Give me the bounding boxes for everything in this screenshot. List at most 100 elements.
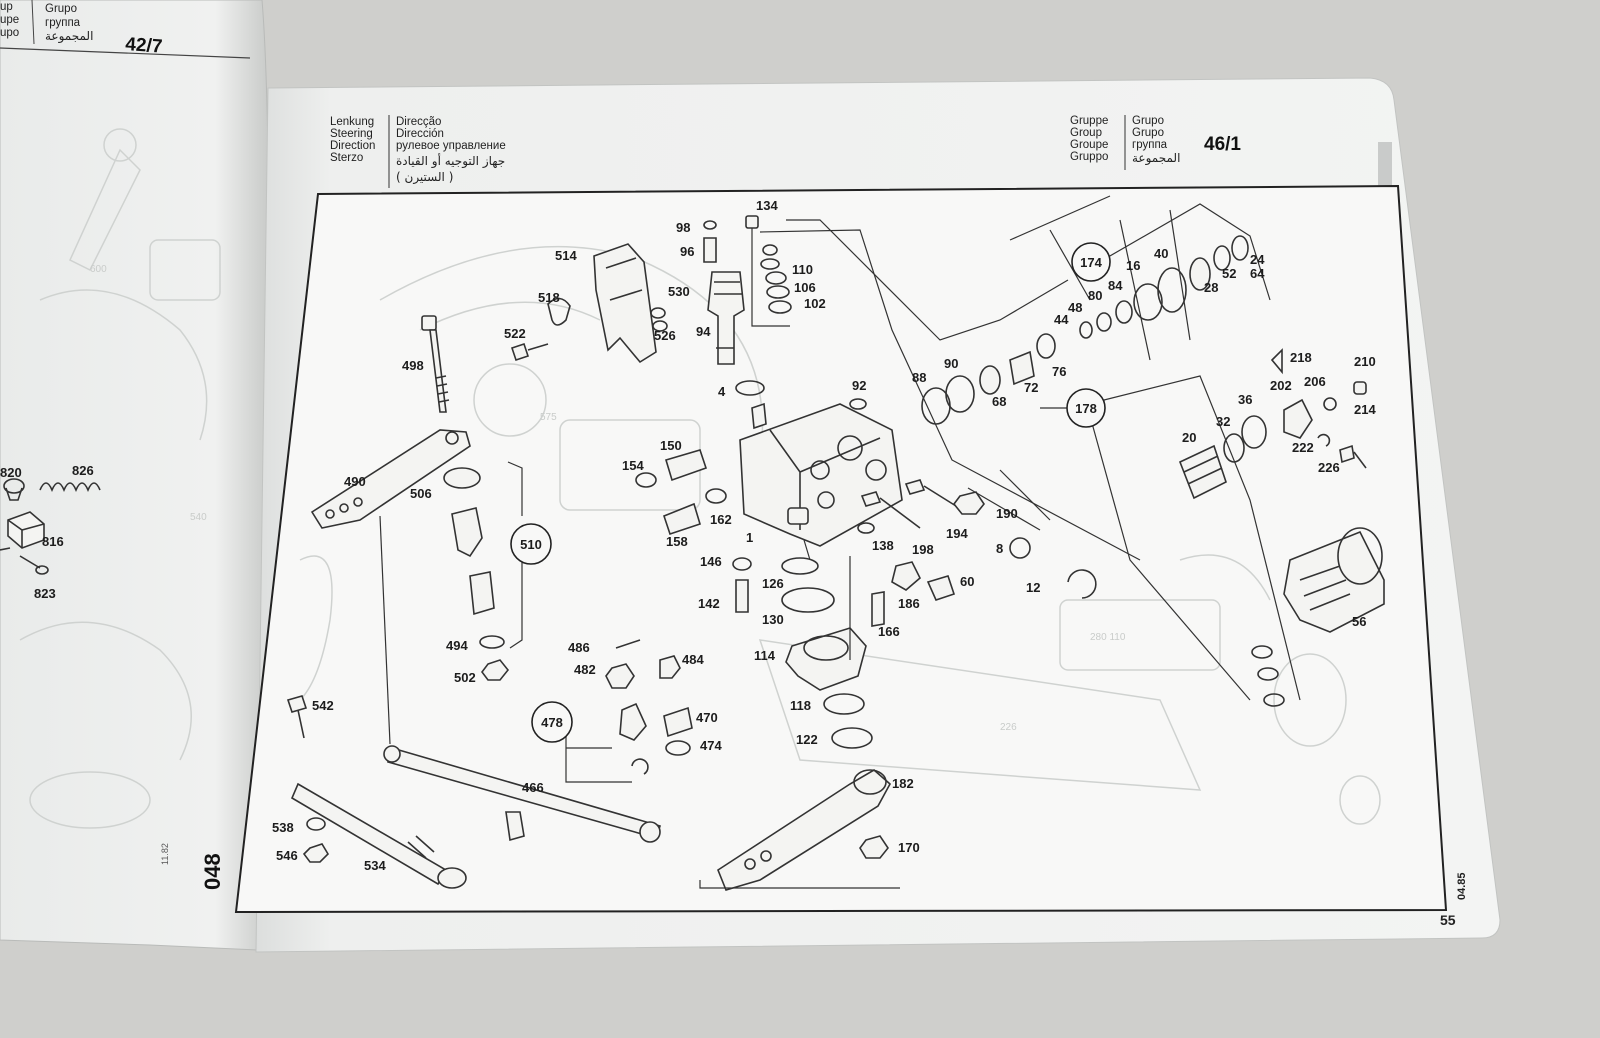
part-label-186: 186 <box>898 596 920 611</box>
part-label-72: 72 <box>1024 380 1038 395</box>
part-label-68: 68 <box>992 394 1006 409</box>
callout-478-circle <box>531 701 573 743</box>
left-margin-text: 11.82 <box>160 843 170 865</box>
page-number: 55 <box>1440 912 1456 928</box>
part-label-474: 474 <box>700 738 722 753</box>
part-label-12: 12 <box>1026 580 1040 595</box>
category-label-ar-2: ( الستيرن ) <box>396 170 453 185</box>
category-label-fr: Direction <box>330 140 375 152</box>
callout-510-circle <box>510 523 552 565</box>
part-label-530: 530 <box>668 284 690 299</box>
group-label-it: Gruppo <box>1070 151 1108 163</box>
callout-174-circle <box>1071 242 1111 282</box>
callouts: 510 478 174 178 <box>510 242 1111 743</box>
part-label-502: 502 <box>454 670 476 685</box>
part-label-498: 498 <box>402 358 424 373</box>
left-group-word2-1: Grupo <box>45 3 77 15</box>
part-label-514: 514 <box>555 248 577 263</box>
part-label-214: 214 <box>1354 402 1376 417</box>
part-label-206: 206 <box>1304 374 1326 389</box>
part-label-816: 816 <box>42 534 64 549</box>
group-label-es: Grupo <box>1132 127 1164 139</box>
left-header: up upe upo Grupo группа المجموعة 42/7 <box>0 1 163 58</box>
part-label-56: 56 <box>1352 614 1366 629</box>
ghost-drawing: 575 280 110 226 <box>299 245 1381 825</box>
category-label-it: Sterzo <box>330 152 363 164</box>
part-label-202: 202 <box>1270 378 1292 393</box>
left-page-tab: 048 <box>200 853 225 890</box>
group-number: 46/1 <box>1204 134 1241 155</box>
left-group-number: 42/7 <box>125 34 163 58</box>
part-label-134: 134 <box>756 198 778 213</box>
part-label-92: 92 <box>852 378 866 393</box>
part-label-4: 4 <box>718 384 726 399</box>
part-label-154: 154 <box>622 458 644 473</box>
svg-text:600: 600 <box>90 264 107 275</box>
left-ghost-drawing: 600 540 <box>19 128 221 829</box>
part-label-546: 546 <box>276 848 298 863</box>
part-label-506: 506 <box>410 486 432 501</box>
part-label-166: 166 <box>878 624 900 639</box>
part-label-118: 118 <box>790 698 811 713</box>
part-label-210: 210 <box>1354 354 1376 369</box>
svg-text:540: 540 <box>190 512 207 523</box>
part-label-162: 162 <box>710 512 732 527</box>
left-group-word-1: up <box>0 1 13 13</box>
part-label-96: 96 <box>680 244 694 259</box>
part-label-32: 32 <box>1216 414 1230 429</box>
part-label-52: 52 <box>1222 266 1236 281</box>
part-label-146: 146 <box>700 554 722 569</box>
part-label-826: 826 <box>72 463 94 478</box>
callout-178-circle <box>1066 388 1106 428</box>
part-label-122: 122 <box>796 732 818 747</box>
left-group-word-2: upe <box>0 14 19 26</box>
part-label-518: 518 <box>538 290 560 305</box>
part-label-150: 150 <box>660 438 682 453</box>
part-label-522: 522 <box>504 326 526 341</box>
part-labels: 134 98 96 110 106 102 514 518 530 526 94… <box>272 198 1376 873</box>
group-label-ru: группа <box>1132 139 1168 151</box>
part-label-182: 182 <box>892 776 914 791</box>
part-label-534: 534 <box>364 858 386 873</box>
part-label-486: 486 <box>568 640 590 655</box>
part-label-84: 84 <box>1108 278 1123 293</box>
group-label-pt: Grupo <box>1132 115 1164 127</box>
category-label-en: Steering <box>330 128 373 140</box>
group-label-fr: Groupe <box>1070 139 1108 151</box>
group-label-de: Gruppe <box>1070 115 1108 127</box>
callout-478-label: 478 <box>541 715 563 730</box>
part-label-222: 222 <box>1292 440 1314 455</box>
part-label-8: 8 <box>996 541 1003 556</box>
part-label-80: 80 <box>1088 288 1102 303</box>
part-label-40: 40 <box>1154 246 1168 261</box>
part-label-88: 88 <box>912 370 926 385</box>
part-label-823: 823 <box>34 586 56 601</box>
part-label-126: 126 <box>762 576 784 591</box>
left-parts-group <box>0 478 101 575</box>
svg-text:226: 226 <box>1000 722 1017 733</box>
group-label-ar: المجموعة <box>1132 151 1180 166</box>
part-shapes <box>286 215 1385 891</box>
part-label-170: 170 <box>898 840 920 855</box>
part-label-60: 60 <box>960 574 974 589</box>
part-label-820: 820 <box>0 465 22 480</box>
callout-510-label: 510 <box>520 537 542 552</box>
category-label-pt: Direcção <box>396 116 441 128</box>
category-label-de: Lenkung <box>330 116 374 128</box>
part-label-494: 494 <box>446 638 468 653</box>
left-page: 600 540 up upe upo Grupo группа المجموعة… <box>0 0 270 951</box>
part-label-226: 226 <box>1318 460 1340 475</box>
part-label-44: 44 <box>1054 312 1069 327</box>
left-group-word2-3: المجموعة <box>45 29 93 44</box>
edition-code: 04.85 <box>1456 872 1468 900</box>
part-label-102: 102 <box>804 296 826 311</box>
part-label-542: 542 <box>312 698 334 713</box>
part-label-198: 198 <box>912 542 934 557</box>
part-label-142: 142 <box>698 596 720 611</box>
part-label-526: 526 <box>654 328 676 343</box>
part-label-218: 218 <box>1290 350 1312 365</box>
part-label-98: 98 <box>676 220 690 235</box>
left-group-word2-2: группа <box>45 17 81 29</box>
part-label-106: 106 <box>794 280 816 295</box>
